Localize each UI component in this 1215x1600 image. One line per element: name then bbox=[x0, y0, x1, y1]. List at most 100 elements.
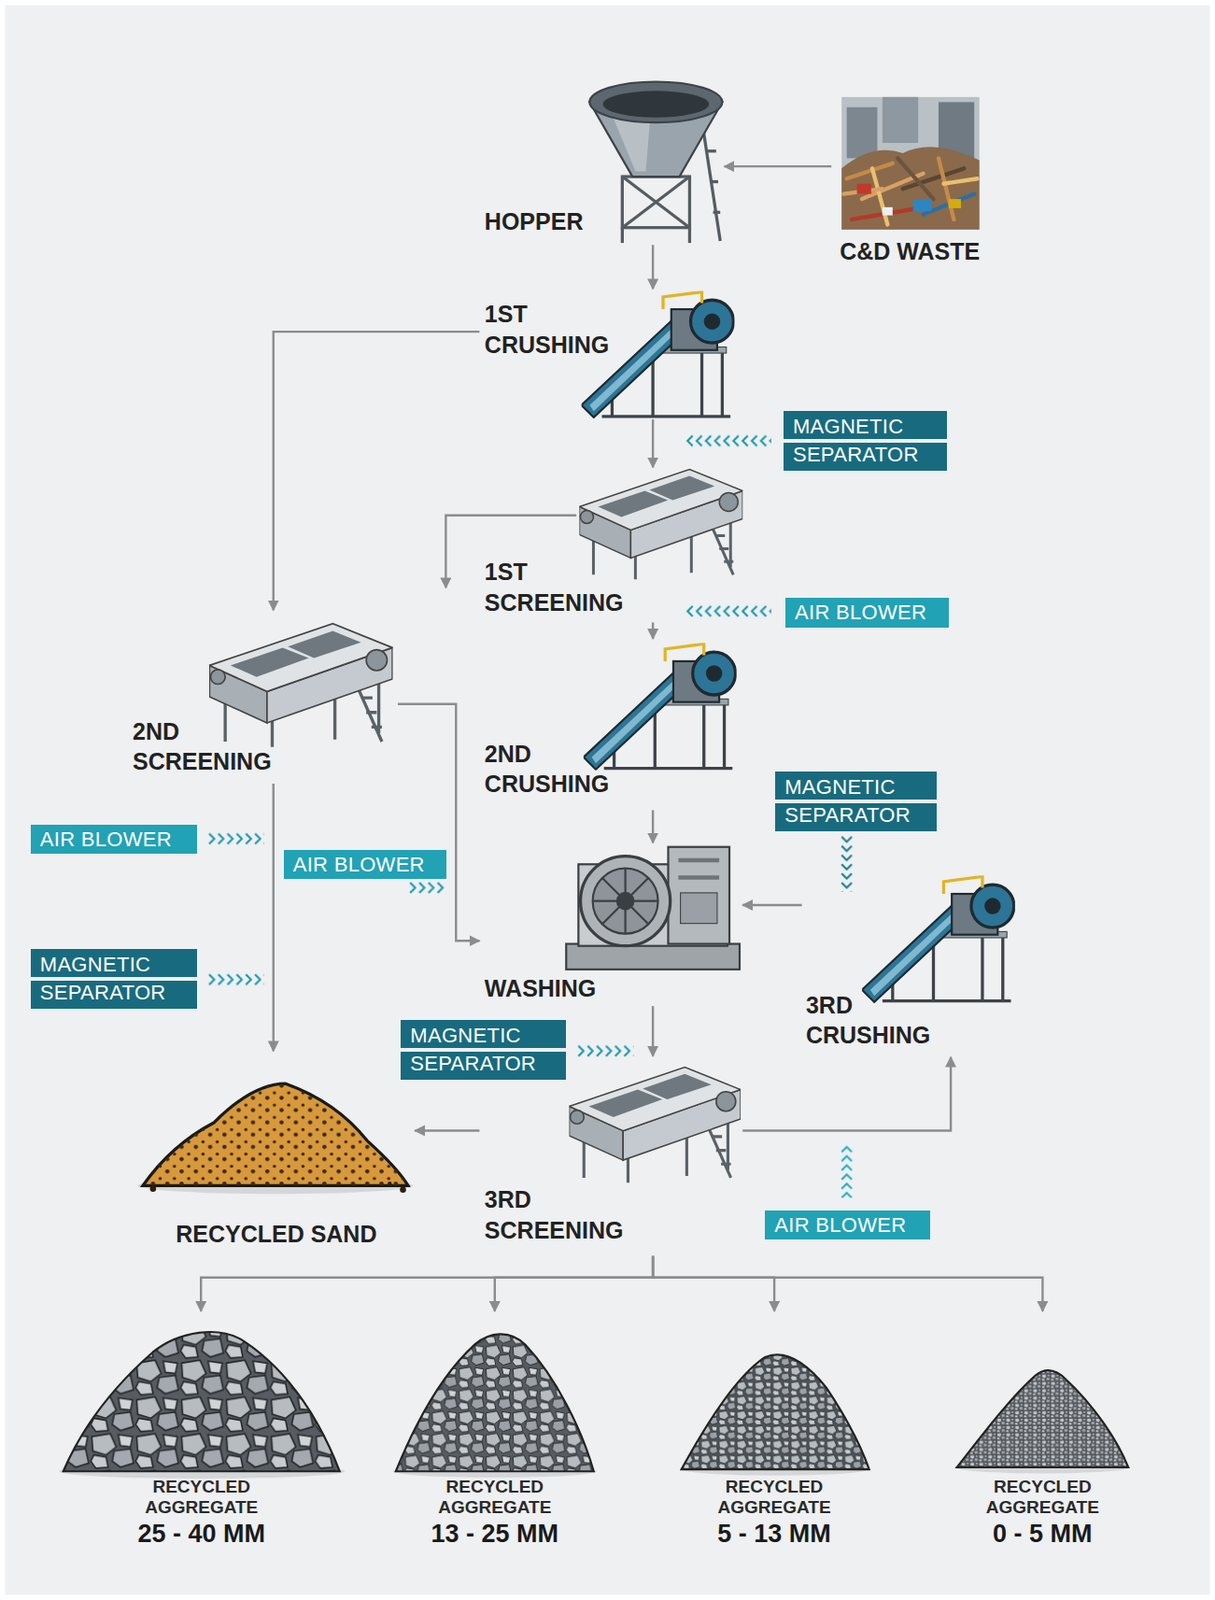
waste-picture bbox=[841, 97, 979, 230]
input-tag: AIR BLOWER bbox=[785, 597, 949, 628]
flow-chevrons bbox=[408, 881, 445, 894]
hopper-picture bbox=[688, 227, 692, 243]
panel-ground bbox=[4, 5, 1210, 1596]
flow-chevrons bbox=[685, 434, 772, 447]
flow-chevrons bbox=[685, 434, 772, 447]
washer-picture bbox=[667, 847, 730, 945]
flow-chevrons bbox=[576, 1045, 634, 1058]
waste-picture bbox=[847, 163, 893, 179]
flow-arrow bbox=[200, 1256, 653, 1312]
flow-chevrons bbox=[685, 605, 772, 618]
hopper-picture bbox=[621, 176, 690, 228]
hopper-picture bbox=[713, 211, 721, 214]
hopper-picture bbox=[702, 120, 721, 241]
sand-picture bbox=[150, 1185, 157, 1192]
sand-picture bbox=[142, 1083, 409, 1186]
connectors bbox=[200, 166, 1043, 1312]
process-node: WASHING bbox=[479, 842, 743, 1006]
flow-chevrons bbox=[685, 605, 772, 618]
aggregate-picture bbox=[63, 1331, 340, 1471]
waste-picture bbox=[882, 207, 893, 216]
node-label: AIR BLOWER bbox=[293, 851, 425, 878]
node-label: 13 - 25 MM bbox=[431, 1518, 560, 1549]
node-label: RECYCLED AGGREGATE bbox=[144, 1476, 258, 1520]
washer-picture bbox=[680, 892, 718, 924]
product-node: RECYCLED AGGREGATE5 - 13 MM bbox=[677, 1311, 872, 1556]
sand-picture bbox=[387, 1181, 392, 1186]
node-label: RECYCLED AGGREGATE bbox=[437, 1476, 551, 1520]
waste-picture bbox=[897, 157, 933, 199]
hopper-picture bbox=[603, 90, 710, 117]
flow-chevrons bbox=[408, 881, 445, 894]
hopper-picture bbox=[621, 227, 624, 243]
flow-arrow bbox=[724, 165, 833, 168]
node-label: C&D WASTE bbox=[831, 236, 989, 268]
product-node: RECYCLED AGGREGATE25 - 40 MM bbox=[56, 1311, 347, 1556]
process-node: 2ND SCREENING bbox=[130, 609, 398, 784]
product-node: RECYCLED AGGREGATE0 - 5 MM bbox=[948, 1311, 1137, 1556]
flow-chevrons bbox=[207, 832, 265, 845]
flow-arrow bbox=[651, 1005, 654, 1057]
flow-arrow bbox=[651, 809, 654, 843]
washer-picture bbox=[580, 856, 671, 947]
hopper-picture bbox=[621, 176, 690, 228]
aggregate-picture bbox=[58, 1331, 1131, 1479]
node-label: MAGNETIC SEPARATOR bbox=[792, 412, 919, 469]
label-stack: RECYCLED AGGREGATE0 - 5 MM bbox=[948, 1476, 1137, 1550]
node-label: 0 - 5 MM bbox=[992, 1518, 1093, 1549]
process-node: 2ND CRUSHING bbox=[479, 638, 736, 811]
flow-chevrons bbox=[207, 434, 853, 1198]
flow-arrow bbox=[742, 904, 802, 906]
washer-picture bbox=[565, 847, 740, 970]
label-stack: RECYCLED AGGREGATE13 - 25 MM bbox=[393, 1476, 597, 1550]
node-label: WASHING bbox=[484, 973, 596, 1004]
node-label: HOPPER bbox=[484, 206, 584, 238]
flow-arrow bbox=[651, 244, 654, 289]
node-label: 1ST SCREENING bbox=[484, 556, 624, 618]
node-label: RECYCLED SAND bbox=[137, 1218, 415, 1250]
screen-picture bbox=[579, 468, 743, 580]
waste-picture bbox=[841, 146, 979, 230]
waste-picture bbox=[938, 157, 954, 220]
label-stack: RECYCLED AGGREGATE5 - 13 MM bbox=[677, 1476, 872, 1550]
flow-chevrons bbox=[207, 832, 265, 845]
input-tag: AIR BLOWER bbox=[30, 824, 198, 855]
flow-arrow bbox=[652, 1256, 775, 1312]
node-label: MAGNETIC SEPARATOR bbox=[784, 773, 911, 830]
waste-picture bbox=[913, 198, 933, 212]
node-label: RECYCLED AGGREGATE bbox=[986, 1476, 1100, 1520]
flow-arrow bbox=[414, 1129, 480, 1131]
sand-picture bbox=[142, 1083, 409, 1186]
hopper-picture bbox=[589, 81, 722, 123]
waste-picture bbox=[943, 178, 977, 184]
waste-picture bbox=[872, 168, 888, 225]
node-label: 1ST CRUSHING bbox=[484, 298, 609, 360]
waste-picture bbox=[948, 198, 961, 209]
input-tag: MAGNETIC SEPARATOR bbox=[400, 1019, 566, 1080]
flow-chevrons bbox=[207, 973, 265, 986]
node-label: AIR BLOWER bbox=[40, 826, 172, 853]
input-tag: AIR BLOWER bbox=[283, 849, 448, 880]
sand-picture bbox=[399, 1186, 407, 1194]
node-label: 2ND SCREENING bbox=[132, 716, 272, 778]
process-node: HOPPER bbox=[479, 79, 724, 245]
node-label: 5 - 13 MM bbox=[717, 1518, 832, 1549]
node-label: RECYCLED AGGREGATE bbox=[718, 1476, 832, 1520]
flow-chevrons bbox=[840, 834, 853, 892]
process-node: 1ST SCREENING bbox=[479, 466, 743, 622]
input-tag: MAGNETIC SEPARATOR bbox=[783, 410, 947, 471]
flow-chevrons bbox=[576, 1045, 634, 1058]
waste-picture bbox=[857, 183, 872, 195]
process-node: 1ST CRUSHING bbox=[479, 288, 736, 420]
hopper-picture bbox=[589, 81, 722, 243]
flow-arrow bbox=[742, 1057, 951, 1131]
flow-chevrons bbox=[840, 1144, 853, 1199]
node-label: AIR BLOWER bbox=[794, 599, 927, 626]
waste-picture bbox=[847, 107, 878, 159]
process-node: C&D WASTE bbox=[831, 94, 989, 270]
node-label: 3RD SCREENING bbox=[484, 1184, 624, 1245]
sand-picture bbox=[137, 1083, 413, 1194]
hopper-picture bbox=[706, 149, 717, 153]
